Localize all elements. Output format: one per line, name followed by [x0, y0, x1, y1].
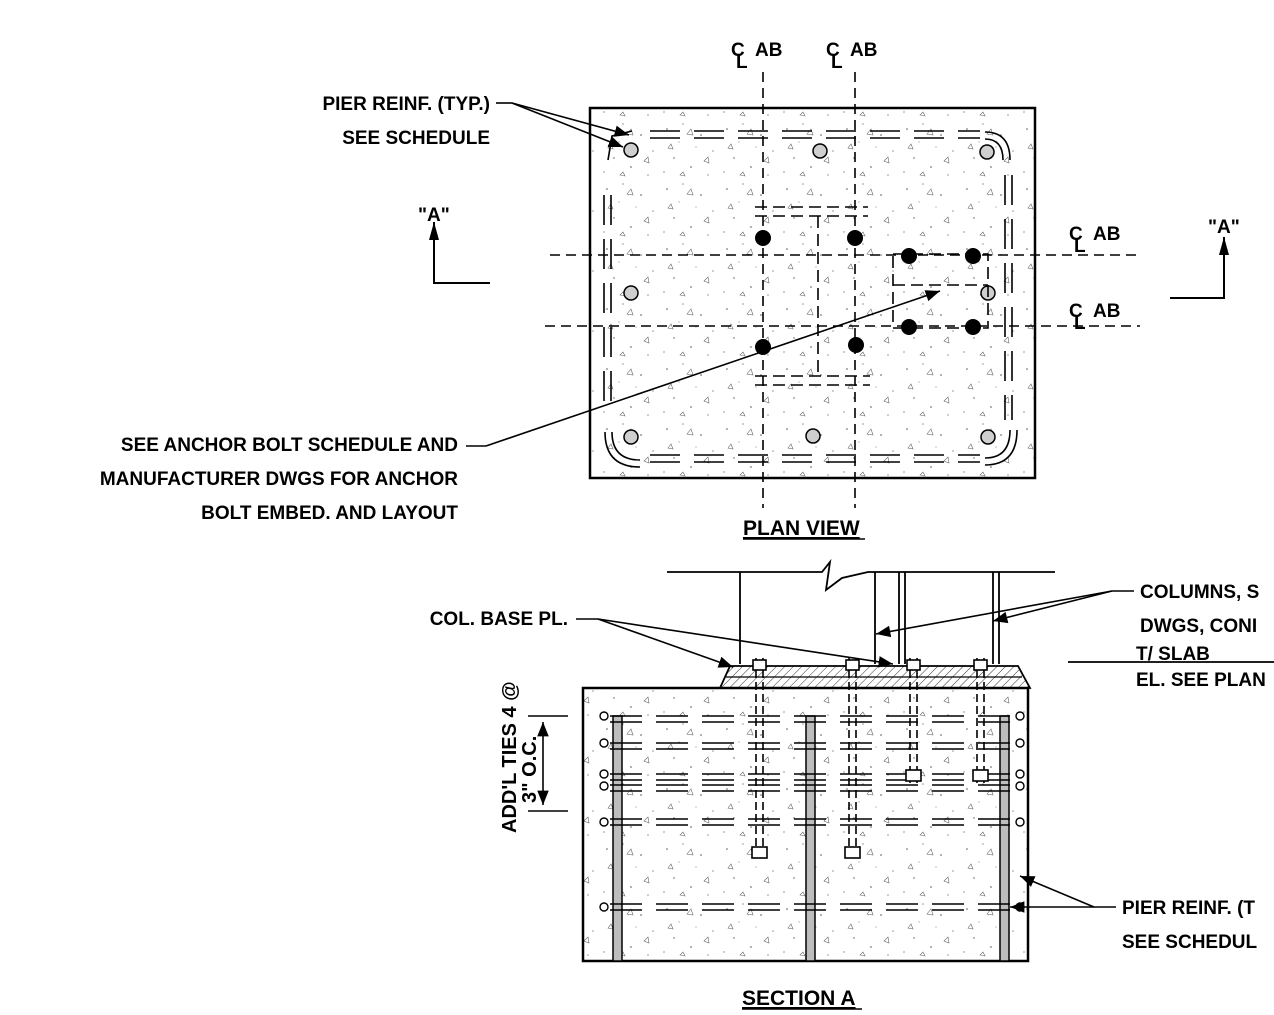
plan-view: C L AB C L AB C L AB C L AB "A" "A": [100, 40, 1240, 540]
cl-ab-label-3: C L AB: [1069, 224, 1120, 257]
section-anchor-bolts: [751, 658, 989, 860]
svg-text:BOLT EMBED. AND LAYOUT: BOLT EMBED. AND LAYOUT: [201, 503, 458, 524]
plan-anchor-bolts: [755, 230, 981, 355]
svg-text:PIER REINF. (T: PIER REINF. (T: [1122, 898, 1255, 919]
cl-ab-label-4: C L AB: [1069, 301, 1120, 334]
svg-text:AB: AB: [755, 40, 782, 61]
plan-centerlines: [545, 72, 1140, 508]
ties-dimension: [528, 715, 568, 812]
ties-label: ADD'L TIES 4 @ 3" O.C.: [499, 681, 541, 833]
section-a: ADD'L TIES 4 @ 3" O.C. COL. BASE PL. COL…: [430, 558, 1274, 1010]
svg-text:COL. BASE PL.: COL. BASE PL.: [430, 609, 568, 630]
svg-text:L: L: [1074, 313, 1086, 334]
section-a-title: SECTION A: [742, 987, 856, 1010]
section-ties: [610, 715, 1015, 911]
callout-pier-reinf-plan: PIER REINF. (TYP.) SEE SCHEDULE: [322, 94, 630, 149]
svg-text:AB: AB: [850, 40, 877, 61]
svg-text:AB: AB: [1093, 301, 1120, 322]
callout-columns: COLUMNS, S DWGS, CONI: [875, 582, 1259, 638]
svg-text:C: C: [1069, 224, 1083, 245]
svg-text:AB: AB: [1093, 224, 1120, 245]
callout-pier-reinf-section: PIER REINF. (T SEE SCHEDUL: [1010, 875, 1258, 953]
svg-text:SEE ANCHOR BOLT SCHEDULE AND: SEE ANCHOR BOLT SCHEDULE AND: [121, 435, 458, 456]
svg-text:ADD'L TIES 4 @: ADD'L TIES 4 @: [499, 681, 521, 833]
callout-anchor-bolt: SEE ANCHOR BOLT SCHEDULE AND MANUFACTURE…: [100, 290, 941, 524]
svg-text:"A": "A": [418, 205, 450, 226]
svg-text:C: C: [826, 40, 840, 61]
svg-text:SEE SCHEDULE: SEE SCHEDULE: [342, 128, 490, 149]
svg-text:COLUMNS, S: COLUMNS, S: [1140, 582, 1259, 603]
svg-text:L: L: [831, 52, 843, 73]
plan-view-title: PLAN VIEW: [743, 517, 860, 540]
cl-ab-label-2: C L AB: [826, 40, 877, 73]
pier-plan-outline: [588, 106, 1037, 480]
cl-ab-label-1: C L AB: [731, 40, 782, 73]
section-marker-right: "A": [1170, 217, 1240, 299]
svg-text:EL. SEE PLAN: EL. SEE PLAN: [1136, 670, 1266, 691]
plan-base-plates: [755, 206, 989, 386]
svg-text:L: L: [1074, 236, 1086, 257]
svg-text:C: C: [1069, 301, 1083, 322]
section-base-plate: [718, 665, 1032, 689]
svg-text:DWGS, CONI: DWGS, CONI: [1140, 616, 1257, 637]
svg-text:"A": "A": [1208, 217, 1240, 238]
section-marker-left: "A": [418, 205, 490, 284]
plan-ties: [603, 130, 1018, 468]
section-columns: [667, 558, 1055, 664]
callout-t-slab: T/ SLAB EL. SEE PLAN: [1068, 644, 1274, 691]
svg-text:L: L: [736, 52, 748, 73]
plan-pier-reinf: [623, 142, 996, 445]
svg-text:T/ SLAB: T/ SLAB: [1136, 644, 1210, 665]
svg-text:MANUFACTURER DWGS FOR ANCHOR: MANUFACTURER DWGS FOR ANCHOR: [100, 469, 458, 490]
svg-text:PIER REINF. (TYP.): PIER REINF. (TYP.): [322, 94, 490, 115]
svg-text:SEE SCHEDUL: SEE SCHEDUL: [1122, 932, 1258, 953]
callout-col-base-pl: COL. BASE PL.: [430, 609, 894, 668]
svg-text:C: C: [731, 40, 745, 61]
svg-text:3" O.C.: 3" O.C.: [519, 736, 541, 803]
